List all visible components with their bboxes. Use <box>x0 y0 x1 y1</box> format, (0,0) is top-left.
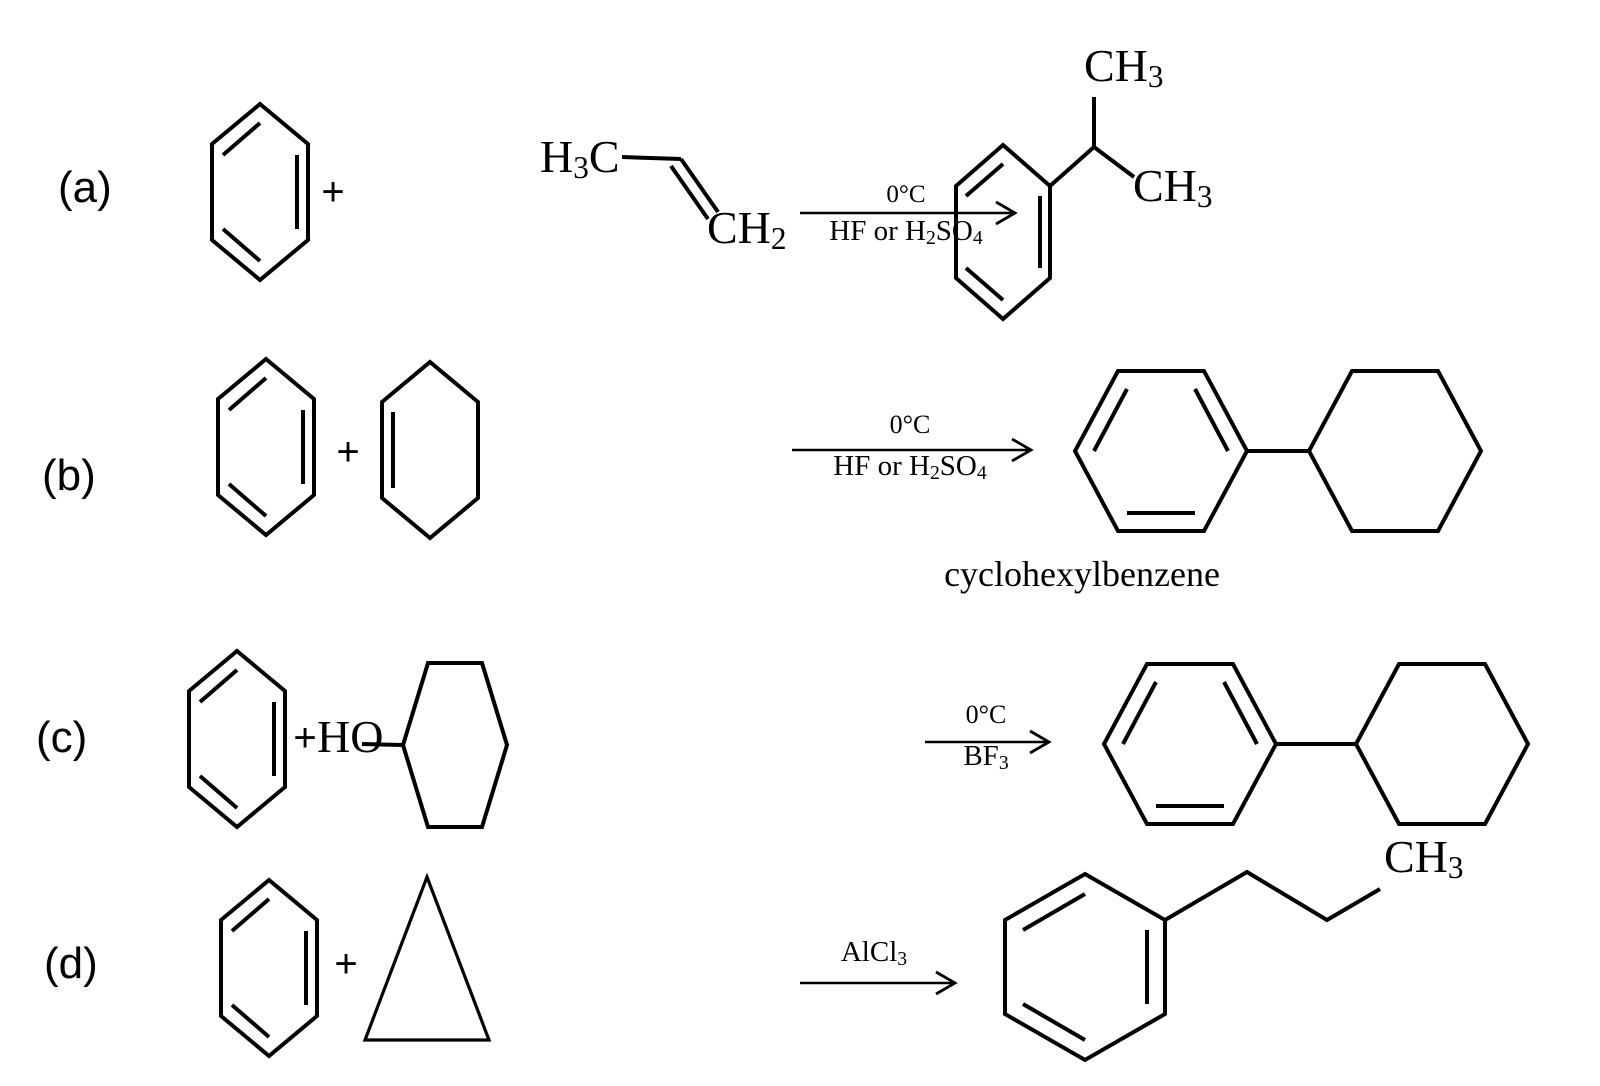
formula-ho: HO <box>317 711 384 762</box>
reaction-arrow-c <box>925 729 1052 755</box>
propene-skeleton <box>621 155 720 221</box>
plus-sign-a: + <box>321 170 345 214</box>
propyl-chain <box>1163 869 1382 923</box>
plus-sign-d: + <box>334 942 358 986</box>
cyclohexane-ring-b <box>1306 369 1484 533</box>
row-label-a: (a) <box>58 163 112 212</box>
row-label-d: (d) <box>44 939 98 988</box>
formula-h3c: H3C <box>540 131 620 185</box>
arrow-a-condition-top: 0°C <box>886 181 926 208</box>
benzene-ring-c-product <box>1101 662 1279 826</box>
cyclohexane-ring-c <box>1353 662 1531 826</box>
cyclohexanol-ring <box>400 661 510 829</box>
row-label-b: (b) <box>42 451 96 500</box>
benzene-ring-b <box>216 356 316 538</box>
reaction-arrow-d <box>800 970 958 996</box>
reaction-arrow-b <box>792 437 1034 463</box>
plus-sign-b: + <box>336 430 360 474</box>
arrow-c-condition-bottom: BF3 <box>963 740 1009 774</box>
isopropyl-bonds <box>1048 97 1136 188</box>
benzene-ring-c <box>187 648 287 830</box>
product-name-cyclohexylbenzene: cyclohexylbenzene <box>944 554 1220 594</box>
arrow-a-condition-bottom: HF or H2SO4 <box>829 215 983 249</box>
formula-ch3-right-a: CH3 <box>1133 160 1213 214</box>
benzene-ring-a <box>210 101 310 283</box>
formula-ch3-d: CH3 <box>1384 831 1464 885</box>
arrow-d-condition-top: AlCl3 <box>840 936 908 970</box>
cyclohexene-ring <box>380 359 480 541</box>
benzene-ring-b-product <box>1072 369 1250 533</box>
arrow-b-condition-top: 0°C <box>889 410 931 439</box>
hydroxyl-bond <box>361 742 404 747</box>
formula-ch3-top-a: CH3 <box>1084 40 1164 94</box>
row-label-c: (c) <box>36 713 88 762</box>
plus-sign-c: + <box>293 716 317 760</box>
formula-ch2: CH2 <box>707 202 787 256</box>
arrow-b-condition-bottom: HF or H2SO4 <box>833 450 987 484</box>
reaction-arrow-a <box>800 200 1018 226</box>
benzene-ring-d-product <box>1003 871 1167 1063</box>
cyclopropane-triangle <box>362 872 492 1042</box>
benzene-ring-d <box>219 877 319 1059</box>
arrow-c-condition-top: 0°C <box>965 700 1007 729</box>
